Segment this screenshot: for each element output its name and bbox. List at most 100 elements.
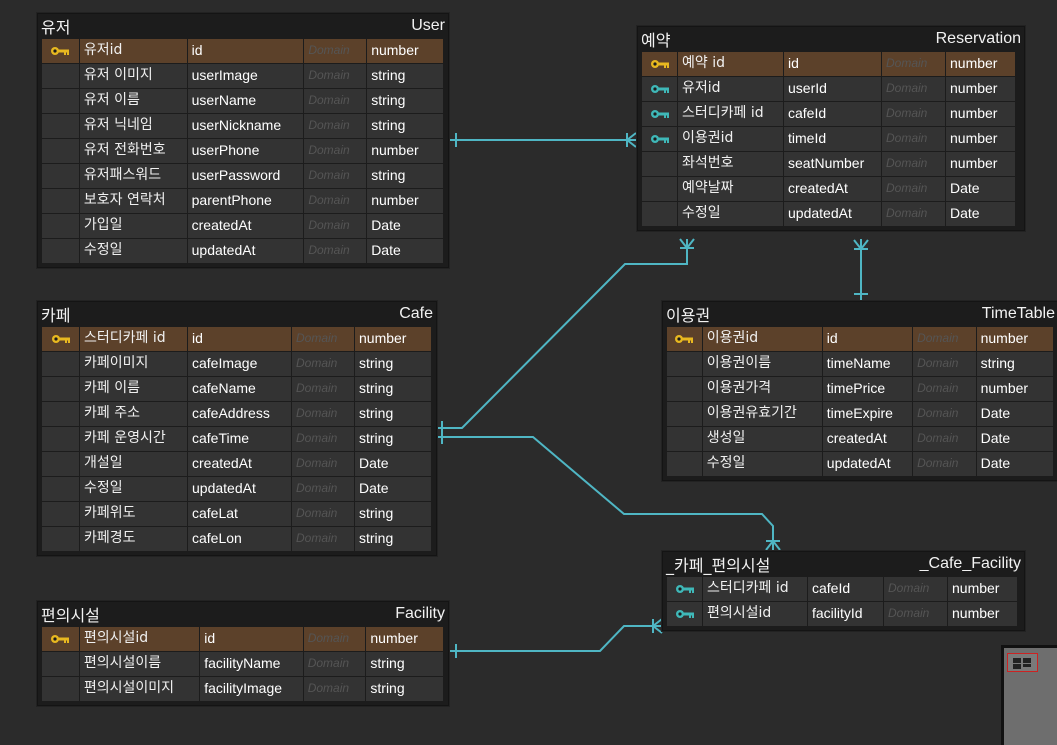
entity-logical-name: 카페	[41, 306, 71, 325]
entity-header[interactable]: 편의시설 Facility	[38, 602, 448, 626]
column-domain: Domain	[304, 164, 367, 188]
column-domain: Domain	[304, 64, 367, 88]
relation-timetable-reservation[interactable]	[853, 239, 869, 302]
relation-facility-cafefacility[interactable]	[449, 618, 663, 658]
key-cell	[667, 402, 702, 426]
column-domain: Domain	[292, 327, 354, 351]
column-physical-name: seatNumber	[784, 152, 881, 176]
column-type: string	[367, 114, 443, 138]
entity-header[interactable]: 이용권 TimeTable	[663, 302, 1057, 326]
entity-logical-name: 편의시설	[41, 606, 100, 625]
column-domain: Domain	[292, 402, 354, 426]
column-domain: Domain	[292, 502, 354, 526]
column-type: number	[946, 102, 1015, 126]
column-type: string	[366, 652, 444, 676]
column-physical-name: cafeImage	[188, 352, 291, 376]
entity-header[interactable]: 유저 User	[38, 14, 448, 38]
column-physical-name: userPassword	[187, 164, 304, 188]
column-type: number	[946, 152, 1015, 176]
entity-header[interactable]: _카페_편의시설 _Cafe_Facility	[663, 552, 1024, 576]
column-logical-name: 스터디카페 id	[678, 102, 783, 126]
key-cell	[642, 202, 677, 226]
minimap-viewport[interactable]	[1007, 653, 1038, 672]
column-domain: Domain	[292, 377, 354, 401]
foreign-key-icon	[675, 582, 695, 598]
column-physical-name: parentPhone	[187, 189, 304, 213]
column-type: string	[355, 402, 431, 426]
key-cell	[42, 39, 79, 63]
column-type: number	[946, 77, 1015, 101]
relation-cafe-reservation[interactable]	[436, 238, 695, 435]
relation-user-reservation[interactable]	[449, 132, 637, 148]
column-physical-name: id	[784, 52, 881, 76]
minimap[interactable]	[1001, 645, 1057, 745]
entity-header[interactable]: 예약 Reservation	[638, 27, 1024, 51]
column-domain: Domain	[304, 114, 367, 138]
column-logical-name: 이용권유효기간	[702, 402, 822, 426]
column-physical-name: cafeAddress	[188, 402, 291, 426]
column-type: string	[355, 502, 431, 526]
column-type: number	[366, 627, 444, 651]
column-domain: Domain	[913, 427, 976, 451]
column-physical-name: createdAt	[187, 214, 304, 238]
entity-header[interactable]: 카페 Cafe	[38, 302, 436, 326]
key-cell	[642, 127, 677, 151]
column-domain: Domain	[304, 189, 367, 213]
column-physical-name: cafeId	[808, 577, 883, 601]
column-logical-name: 이용권가격	[702, 377, 822, 401]
column-domain: Domain	[292, 452, 354, 476]
column-logical-name: 카페위도	[80, 502, 187, 526]
column-type: number	[976, 377, 1053, 401]
key-cell	[42, 452, 79, 476]
column-domain: Domain	[913, 402, 976, 426]
primary-key-icon	[50, 44, 70, 60]
column-logical-name: 스터디카페 id	[703, 577, 807, 601]
